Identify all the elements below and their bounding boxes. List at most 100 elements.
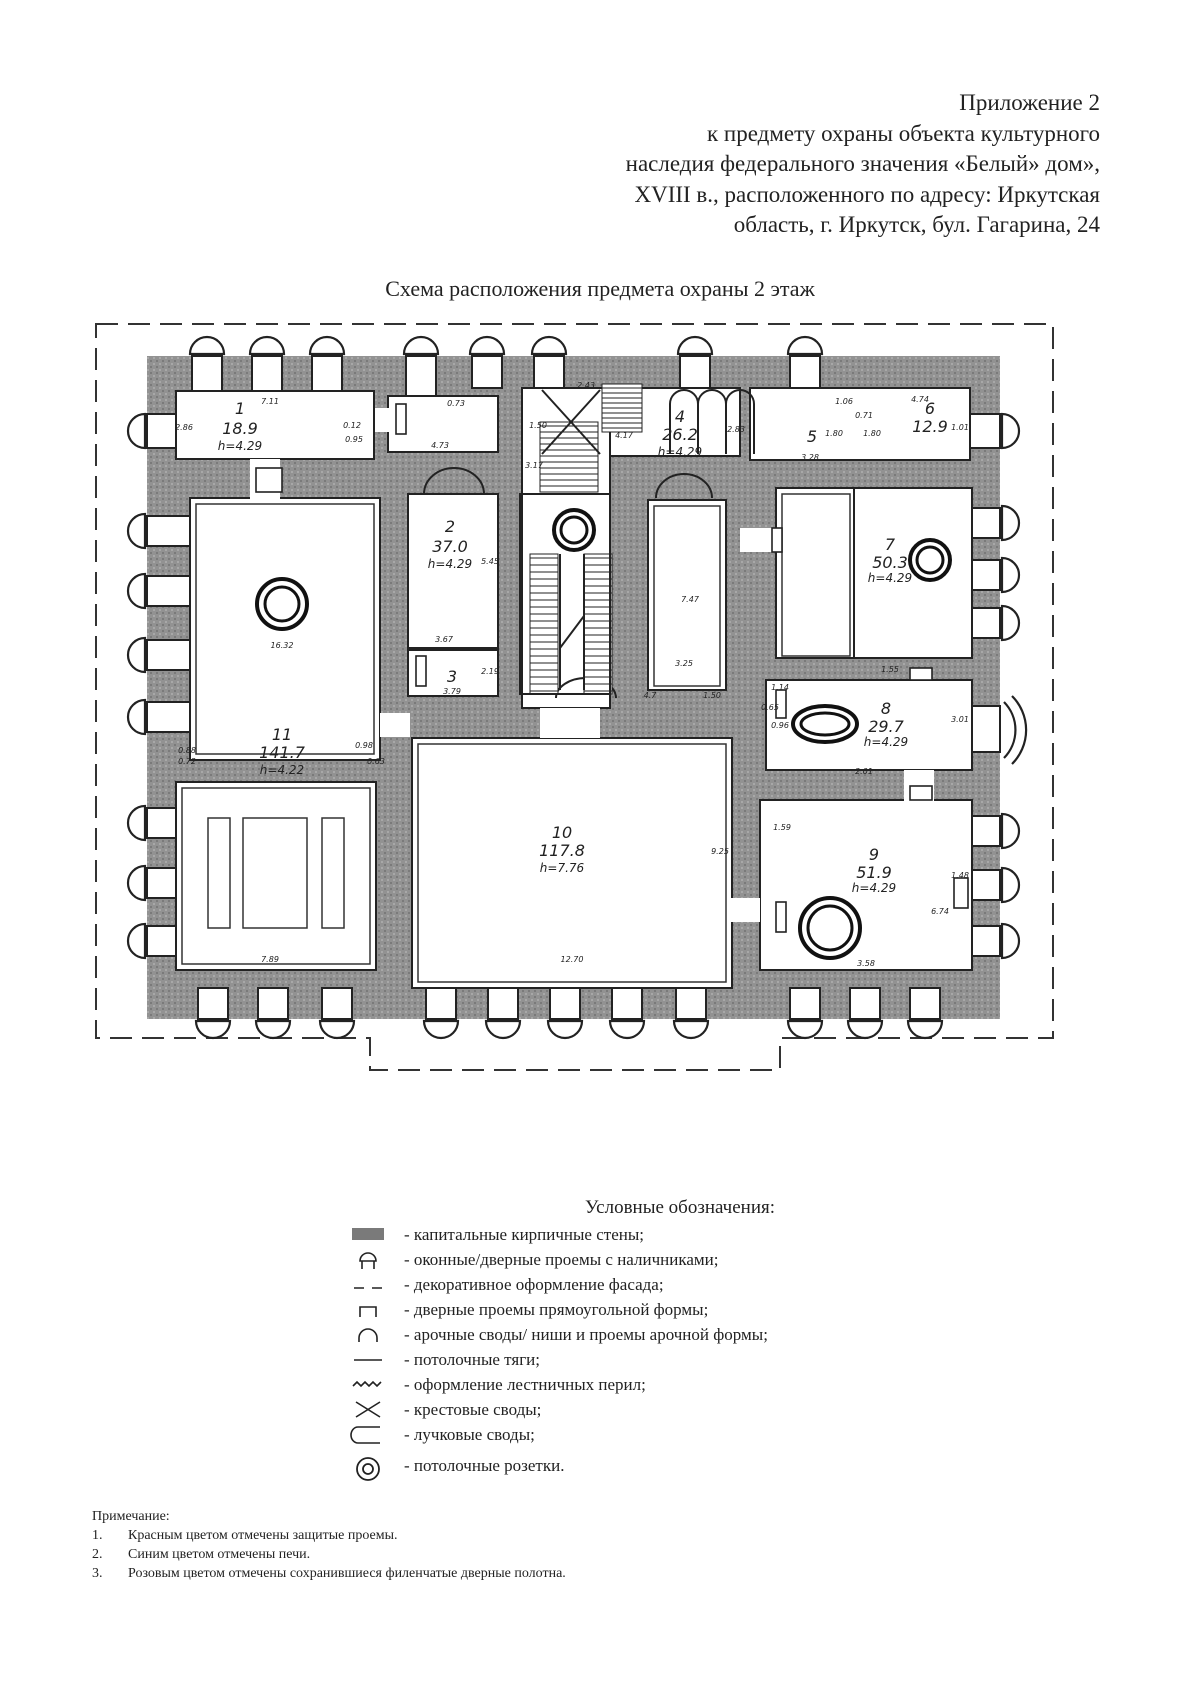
svg-text:29.7: 29.7 xyxy=(868,717,904,736)
note-number: 3. xyxy=(92,1566,103,1581)
svg-text:16.32: 16.32 xyxy=(271,641,294,650)
note-item: 3. Розовым цветом отмечены сохранившиеся … xyxy=(92,1564,566,1583)
svg-text:h=4.29: h=4.29 xyxy=(852,881,896,895)
svg-text:7: 7 xyxy=(885,535,896,554)
legend-item-label: - дверные проемы прямоугольной формы; xyxy=(404,1300,709,1319)
ceiling-rosettes xyxy=(255,508,952,960)
svg-text:12.9: 12.9 xyxy=(912,417,948,436)
legend-item: - декоративное оформление фасада; xyxy=(350,1272,910,1297)
cross-vault xyxy=(541,389,601,455)
legend-item: - оконные/дверные проемы с наличниками; xyxy=(350,1247,910,1272)
room-label: 612.9 xyxy=(912,399,948,436)
svg-text:3.01: 3.01 xyxy=(951,715,969,724)
svg-text:4.73: 4.73 xyxy=(431,441,449,450)
svg-text:1.06: 1.06 xyxy=(835,397,853,406)
svg-text:8: 8 xyxy=(881,699,891,718)
arch-icon xyxy=(358,1328,378,1342)
window-with-trim-icon xyxy=(359,1252,377,1269)
legend-item-label: - оформление лестничных перил; xyxy=(404,1375,646,1394)
appendix-header: Приложение 2 к предмету охраны объекта к… xyxy=(400,88,1100,241)
svg-text:3.58: 3.58 xyxy=(857,959,875,968)
room-label: 3 xyxy=(447,667,457,686)
notes: Примечание: 1.Красным цветом отмечены за… xyxy=(92,1507,566,1583)
svg-text:6: 6 xyxy=(925,399,935,418)
svg-text:0.72: 0.72 xyxy=(178,757,196,766)
svg-text:4.7: 4.7 xyxy=(644,691,658,700)
note-text: Красным цветом отмечены защитые проемы. xyxy=(128,1528,398,1543)
legend-item: - оформление лестничных перил; xyxy=(350,1372,910,1397)
svg-text:0.88: 0.88 xyxy=(178,746,196,755)
legend-item: - потолочные тяги; xyxy=(350,1347,910,1372)
svg-text:0.95: 0.95 xyxy=(345,435,363,444)
svg-text:3: 3 xyxy=(447,667,457,686)
svg-text:1.01: 1.01 xyxy=(951,423,969,432)
decorative-facade-icon xyxy=(354,1287,382,1289)
legend-item-label: - лучковые своды; xyxy=(404,1425,535,1444)
legend-item-label: - декоративное оформление фасада; xyxy=(404,1275,664,1294)
svg-text:0.98: 0.98 xyxy=(355,741,373,750)
note-number: 2. xyxy=(92,1547,103,1562)
room-label: 951.9h=4.29 xyxy=(852,845,896,895)
svg-text:7.47: 7.47 xyxy=(681,595,700,604)
floor-plan: 118.9h=4.29 237.0h=4.29 3 426.2h=4.29 5 … xyxy=(95,323,1054,1071)
svg-text:5: 5 xyxy=(807,427,817,446)
header-line: область, г. Иркутск, бул. Гагарина, 24 xyxy=(733,212,1100,237)
svg-text:6.74: 6.74 xyxy=(931,907,949,916)
ceiling-molding-icon xyxy=(354,1359,382,1361)
legend-item-label: - капитальные кирпичные стены; xyxy=(404,1225,644,1244)
legend-title: Условные обозначения: xyxy=(584,1197,776,1218)
svg-text:h=4.29: h=4.29 xyxy=(864,735,908,749)
room-9 xyxy=(759,799,973,971)
note-item: 2. Синим цветом отмечены печи. xyxy=(92,1545,566,1564)
svg-text:2.19: 2.19 xyxy=(481,667,499,676)
svg-text:h=4.29: h=4.29 xyxy=(868,571,912,585)
svg-text:0.96: 0.96 xyxy=(771,721,789,730)
room-label: 426.2h=4.29 xyxy=(658,407,702,459)
room-sw xyxy=(175,781,377,971)
legend: - капитальные кирпичные стены; - оконные… xyxy=(350,1222,910,1485)
svg-text:4: 4 xyxy=(675,407,685,426)
svg-text:1.48: 1.48 xyxy=(951,871,969,880)
windows xyxy=(146,355,1001,1020)
svg-text:1: 1 xyxy=(235,399,245,418)
svg-text:11: 11 xyxy=(272,725,292,744)
stair-railing xyxy=(519,493,611,695)
rectangular-doors xyxy=(255,403,969,933)
legend-item-label: - крестовые своды; xyxy=(404,1400,542,1419)
legend-item: - дверные проемы прямоугольной формы; xyxy=(350,1297,910,1322)
svg-text:37.0: 37.0 xyxy=(432,537,468,556)
note-item: 1.Красным цветом отмечены защитые проемы… xyxy=(92,1526,566,1545)
svg-text:9: 9 xyxy=(869,845,879,864)
svg-text:3.67: 3.67 xyxy=(435,635,454,644)
svg-text:117.8: 117.8 xyxy=(539,841,585,860)
svg-text:h=4.22: h=4.22 xyxy=(260,763,304,777)
svg-text:1.14: 1.14 xyxy=(771,683,789,692)
svg-text:12.70: 12.70 xyxy=(561,955,584,964)
svg-text:0.71: 0.71 xyxy=(855,411,873,420)
header-line: Приложение 2 xyxy=(959,90,1100,115)
ceiling-moldings xyxy=(181,493,851,983)
note-text: Розовым цветом отмечены сохранившиеся фи… xyxy=(128,1566,566,1581)
legend-item: - потолочные розетки. xyxy=(350,1447,910,1485)
rectangular-door-icon xyxy=(359,1306,377,1317)
cross-vault-icon xyxy=(355,1401,381,1418)
svg-text:51.9: 51.9 xyxy=(856,863,892,882)
svg-text:h=7.76: h=7.76 xyxy=(540,861,585,875)
svg-text:1.80: 1.80 xyxy=(863,429,881,438)
header-line: к предмету охраны объекта культурного xyxy=(707,120,1100,146)
svg-text:h=4.29: h=4.29 xyxy=(218,439,262,453)
legend-item: - капитальные кирпичные стены; xyxy=(350,1222,910,1247)
svg-text:1.50: 1.50 xyxy=(529,421,547,430)
room-1 xyxy=(175,390,375,460)
svg-text:1.59: 1.59 xyxy=(773,823,791,832)
room-label: 5 xyxy=(807,427,817,446)
note-text: Синим цветом отмечены печи. xyxy=(128,1547,311,1562)
room-corridor-east xyxy=(647,499,727,691)
room-label: 750.3h=4.29 xyxy=(868,535,912,585)
room-7-west xyxy=(775,487,855,659)
legend-item-label: - арочные своды/ ниши и проемы арочной ф… xyxy=(404,1325,768,1344)
dimension-labels: 7.11 2.86 0.12 0.95 0.73 4.73 2.43 1.50 … xyxy=(175,381,969,968)
svg-text:2.83: 2.83 xyxy=(727,425,745,434)
svg-text:3.25: 3.25 xyxy=(675,659,693,668)
